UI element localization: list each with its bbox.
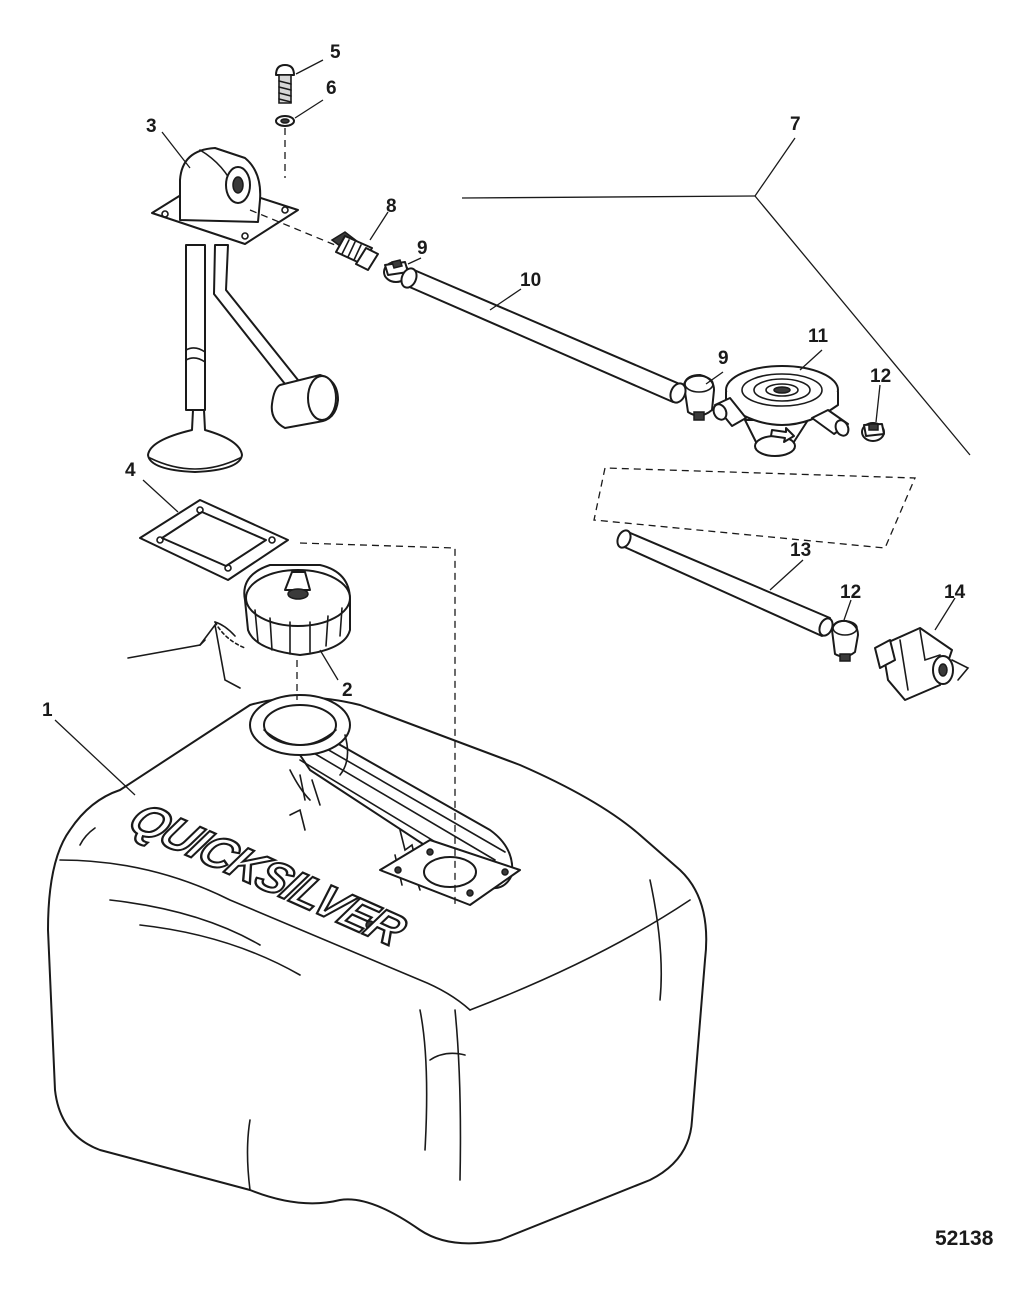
fitting: [330, 231, 379, 271]
fuel-gauge-assembly: [147, 147, 339, 473]
fuel-hose-lower: [616, 529, 834, 637]
washer: [275, 115, 295, 127]
primer-valve: [712, 365, 850, 457]
filler-cap: [127, 564, 351, 689]
hose-clamp-right-upper: [861, 422, 885, 442]
callout-12b: 12: [840, 582, 861, 603]
figure-reference: 52138: [935, 1227, 994, 1250]
hose-clamp-right-lower: [831, 619, 859, 662]
leader-lines: [54, 59, 971, 796]
assembly-lines: [249, 128, 916, 905]
callout-4: 4: [125, 460, 136, 481]
callout-7: 7: [790, 114, 801, 135]
fuel-tank: QUICKSILVER: [47, 694, 708, 1245]
callout-11: 11: [808, 326, 829, 347]
callout-6: 6: [326, 78, 337, 99]
hose-clamp-lower: [683, 374, 715, 421]
callout-5: 5: [330, 42, 341, 63]
callout-10: 10: [520, 270, 541, 291]
fuel-hose-upper: [400, 267, 687, 404]
screw: [275, 64, 295, 104]
callout-9b: 9: [718, 348, 729, 369]
callout-3: 3: [146, 116, 157, 137]
callout-9a: 9: [417, 238, 428, 259]
callout-1: 1: [42, 700, 53, 721]
callout-labels: 1 2 3 4 5 6 7 8 9 9 10 11 12 12 13 14 52…: [42, 42, 994, 1250]
callout-12a: 12: [870, 366, 891, 387]
callout-2: 2: [342, 680, 353, 701]
fuel-connector: [874, 627, 970, 701]
callout-8: 8: [386, 196, 397, 217]
gasket: [139, 499, 289, 581]
callout-14: 14: [944, 582, 966, 603]
callout-13: 13: [790, 540, 811, 561]
